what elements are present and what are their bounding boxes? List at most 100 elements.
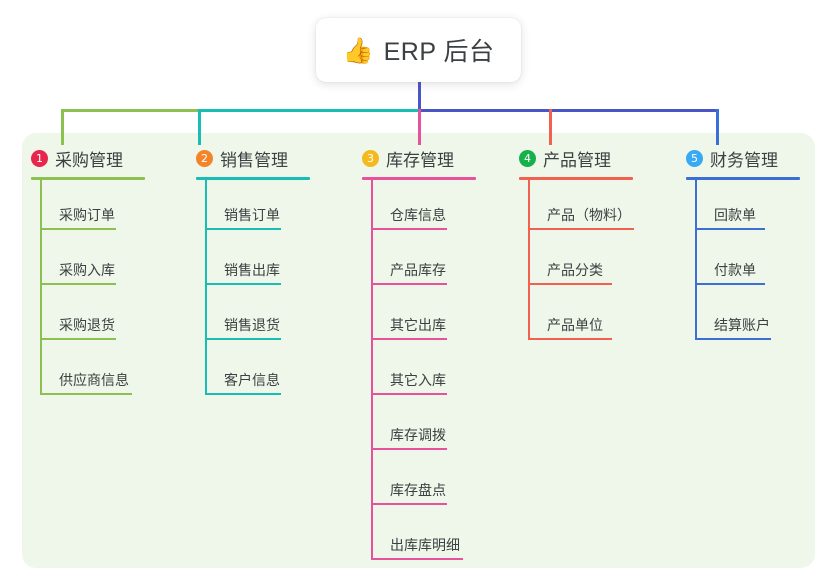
branch-item-rule — [695, 228, 765, 230]
branch-item-rule — [371, 283, 447, 285]
branch-item-label: 销售订单 — [224, 207, 280, 223]
branch-header-rule-2 — [196, 177, 310, 180]
branch-item[interactable]: 销售订单 — [196, 180, 310, 235]
branch-label-2: 销售管理 — [220, 150, 288, 170]
branch-spine-4 — [528, 180, 530, 340]
bus-segment-green — [61, 109, 201, 112]
branch-label-5: 财务管理 — [710, 150, 778, 170]
branch-item-rule — [205, 228, 281, 230]
branch-number-badge-3: 3 — [362, 149, 379, 167]
branch-item[interactable]: 产品分类 — [519, 235, 633, 290]
branch-item[interactable]: 采购入库 — [31, 235, 145, 290]
branch-item[interactable]: 产品（物料） — [519, 180, 634, 235]
branch-item-rule — [40, 228, 116, 230]
branch-item-rule — [205, 283, 281, 285]
branch-item[interactable]: 库存调拨 — [362, 400, 476, 455]
branch-item-label: 产品（物料） — [547, 207, 631, 223]
branch-item-rule — [695, 283, 765, 285]
branch-item-rule — [695, 338, 771, 340]
branch-label-4: 产品管理 — [543, 150, 611, 170]
branch-item-rule — [371, 448, 447, 450]
branch-label-1: 采购管理 — [55, 150, 123, 170]
branch-item-label: 出库库明细 — [390, 537, 460, 553]
branch-item-label: 采购退货 — [59, 317, 115, 333]
branch-item-rule — [528, 338, 612, 340]
branch-item[interactable]: 其它出库 — [362, 290, 476, 345]
bus-segment-teal — [198, 109, 420, 112]
branch-item[interactable]: 回款单 — [686, 180, 800, 235]
branch-item[interactable]: 产品单位 — [519, 290, 633, 345]
branch-item-rule — [371, 228, 447, 230]
drop-connector-5 — [716, 109, 719, 145]
branch-item-rule — [371, 558, 463, 560]
branch-items-5: 回款单付款单结算账户 — [686, 180, 800, 345]
branch-column-3: 3 库存管理仓库信息产品库存其它出库其它入库库存调拨库存盘点出库库明细 — [362, 145, 476, 565]
branch-item[interactable]: 库存盘点 — [362, 455, 476, 510]
branch-item-label: 采购订单 — [59, 207, 115, 223]
branch-header-1[interactable]: 1 采购管理 — [31, 145, 145, 171]
branch-items-2: 销售订单销售出库销售退货客户信息 — [196, 180, 310, 400]
branch-item[interactable]: 销售出库 — [196, 235, 310, 290]
branch-item-rule — [205, 393, 281, 395]
branch-item[interactable]: 销售退货 — [196, 290, 310, 345]
branch-item[interactable]: 其它入库 — [362, 345, 476, 400]
branch-item[interactable]: 付款单 — [686, 235, 800, 290]
branch-number-badge-1: 1 — [31, 149, 48, 167]
branch-item[interactable]: 客户信息 — [196, 345, 310, 400]
branch-item-label: 产品库存 — [390, 262, 446, 278]
branch-item[interactable]: 采购订单 — [31, 180, 145, 235]
drop-connector-1 — [61, 109, 64, 145]
branch-item-label: 其它入库 — [390, 372, 446, 388]
branch-header-rule-4 — [519, 177, 633, 180]
branch-item-rule — [205, 338, 281, 340]
branch-spine-2 — [205, 180, 207, 395]
branch-item[interactable]: 供应商信息 — [31, 345, 145, 400]
branch-item-rule — [40, 393, 132, 395]
branch-item-label: 付款单 — [714, 262, 756, 278]
branch-item[interactable]: 结算账户 — [686, 290, 800, 345]
branch-header-5[interactable]: 5 财务管理 — [686, 145, 800, 171]
thumbs-up-icon: 👍 — [342, 35, 374, 65]
branch-item[interactable]: 产品库存 — [362, 235, 476, 290]
branch-label-3: 库存管理 — [386, 150, 454, 170]
branch-item-label: 仓库信息 — [390, 207, 446, 223]
branch-header-rule-5 — [686, 177, 800, 180]
branch-item-label: 库存盘点 — [390, 482, 446, 498]
branch-item-rule — [40, 338, 116, 340]
branch-number-badge-5: 5 — [686, 149, 703, 167]
branch-items-4: 产品（物料） 产品分类产品单位 — [519, 180, 634, 345]
branch-header-rule-3 — [362, 177, 476, 180]
diagram-background-panel — [22, 133, 815, 568]
bus-segment-blue — [418, 109, 718, 112]
branch-header-rule-1 — [31, 177, 145, 180]
branch-item-label: 结算账户 — [714, 317, 770, 333]
branch-spine-1 — [40, 180, 42, 395]
branch-item-label: 客户信息 — [224, 372, 280, 388]
branch-item-rule — [528, 283, 612, 285]
drop-connector-4 — [549, 109, 552, 145]
drop-connector-2 — [198, 109, 201, 145]
root-node-title: ERP 后台 — [383, 38, 495, 66]
branch-column-1: 1 采购管理采购订单采购入库采购退货供应商信息 — [31, 145, 145, 400]
branch-spine-5 — [695, 180, 697, 340]
branch-item[interactable]: 出库库明细 — [362, 510, 476, 565]
branch-spine-3 — [371, 180, 373, 560]
branch-item[interactable]: 仓库信息 — [362, 180, 476, 235]
branch-item[interactable]: 采购退货 — [31, 290, 145, 345]
branch-item-label: 采购入库 — [59, 262, 115, 278]
branch-items-3: 仓库信息产品库存其它出库其它入库库存调拨库存盘点出库库明细 — [362, 180, 476, 565]
branch-item-rule — [371, 338, 447, 340]
branch-column-5: 5 财务管理回款单付款单结算账户 — [686, 145, 800, 345]
branch-item-label: 库存调拨 — [390, 427, 446, 443]
branch-header-3[interactable]: 3 库存管理 — [362, 145, 476, 171]
branch-item-rule — [528, 228, 634, 230]
branch-items-1: 采购订单采购入库采购退货供应商信息 — [31, 180, 145, 400]
branch-item-label: 回款单 — [714, 207, 756, 223]
root-node-erp-backend[interactable]: 👍 ERP 后台 — [316, 18, 521, 82]
branch-item-rule — [371, 393, 447, 395]
